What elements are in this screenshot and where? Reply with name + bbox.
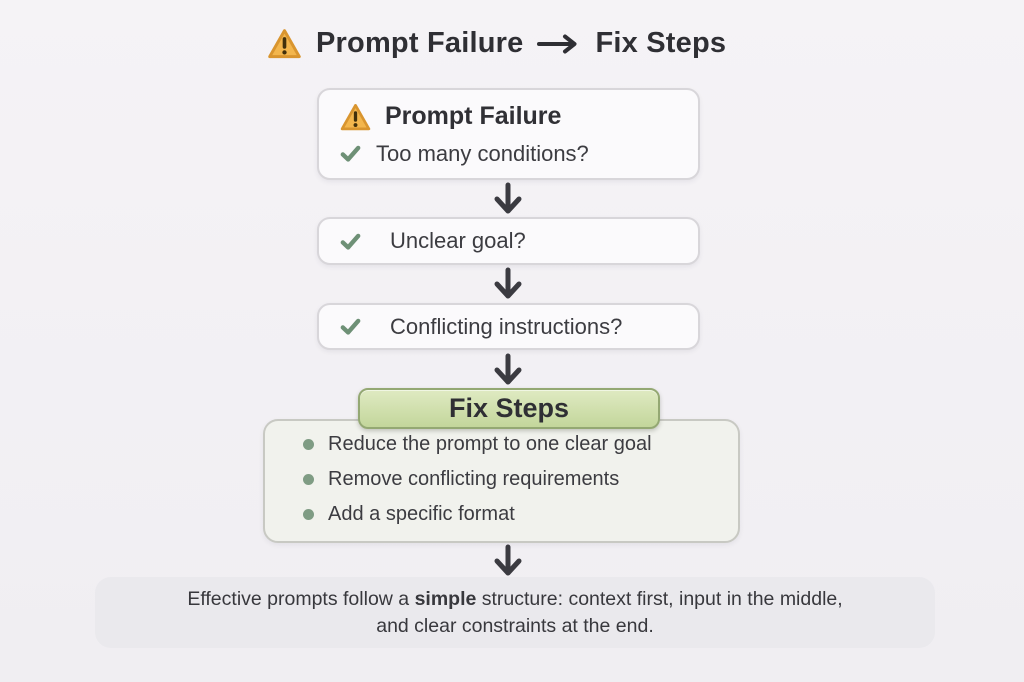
check-icon	[339, 230, 362, 253]
footer-text: Effective prompts follow a	[187, 587, 415, 610]
title-text-fix: Fix Steps	[595, 27, 727, 59]
down-arrow-icon	[494, 544, 522, 576]
question-text: Too many conditions?	[376, 140, 589, 166]
list-item: Reduce the prompt to one clear goal	[303, 433, 722, 456]
right-arrow-icon	[536, 33, 582, 55]
question-row: Too many conditions?	[339, 141, 698, 167]
step-text: Add a specific format	[328, 503, 515, 525]
warning-icon	[266, 27, 303, 60]
question-text: Unclear goal?	[390, 228, 526, 253]
warning-icon	[339, 102, 372, 132]
footer-text-bold: simple	[414, 587, 477, 610]
fix-steps-card: Reduce the prompt to one clear goal Remo…	[263, 419, 740, 543]
bullet-dot-icon	[303, 509, 314, 520]
down-arrow-icon	[494, 353, 522, 385]
failure-heading-label: Prompt Failure	[385, 102, 562, 130]
footer-line-2: and clear constraints at the end.	[376, 614, 654, 637]
question-text: Conflicting instructions?	[390, 313, 623, 339]
step-text: Reduce the prompt to one clear goal	[328, 433, 652, 455]
check-icon	[339, 142, 362, 165]
down-arrow-icon	[494, 182, 522, 214]
title-text-failure: Prompt Failure	[316, 27, 524, 59]
check-icon	[339, 315, 362, 338]
step-text: Remove conflicting requirements	[328, 468, 620, 490]
question-card: Conflicting instructions?	[317, 303, 700, 350]
list-item: Add a specific format	[303, 503, 722, 526]
question-card: Unclear goal?	[317, 217, 700, 265]
bullet-dot-icon	[303, 474, 314, 485]
footer-note: Effective prompts follow a simple struct…	[95, 577, 935, 648]
list-item: Remove conflicting requirements	[303, 468, 722, 491]
fix-steps-header: Fix Steps	[358, 388, 660, 429]
page-title: Prompt Failure Fix Steps	[266, 27, 726, 60]
bullet-dot-icon	[303, 439, 314, 450]
prompt-failure-heading: Prompt Failure	[339, 102, 698, 132]
fix-steps-label: Fix Steps	[448, 393, 570, 423]
footer-text: structure: context first, input in the m…	[476, 587, 843, 610]
prompt-failure-card: Prompt Failure Too many conditions?	[317, 88, 700, 180]
down-arrow-icon	[494, 267, 522, 299]
footer-line-1: Effective prompts follow a simple struct…	[187, 586, 842, 613]
